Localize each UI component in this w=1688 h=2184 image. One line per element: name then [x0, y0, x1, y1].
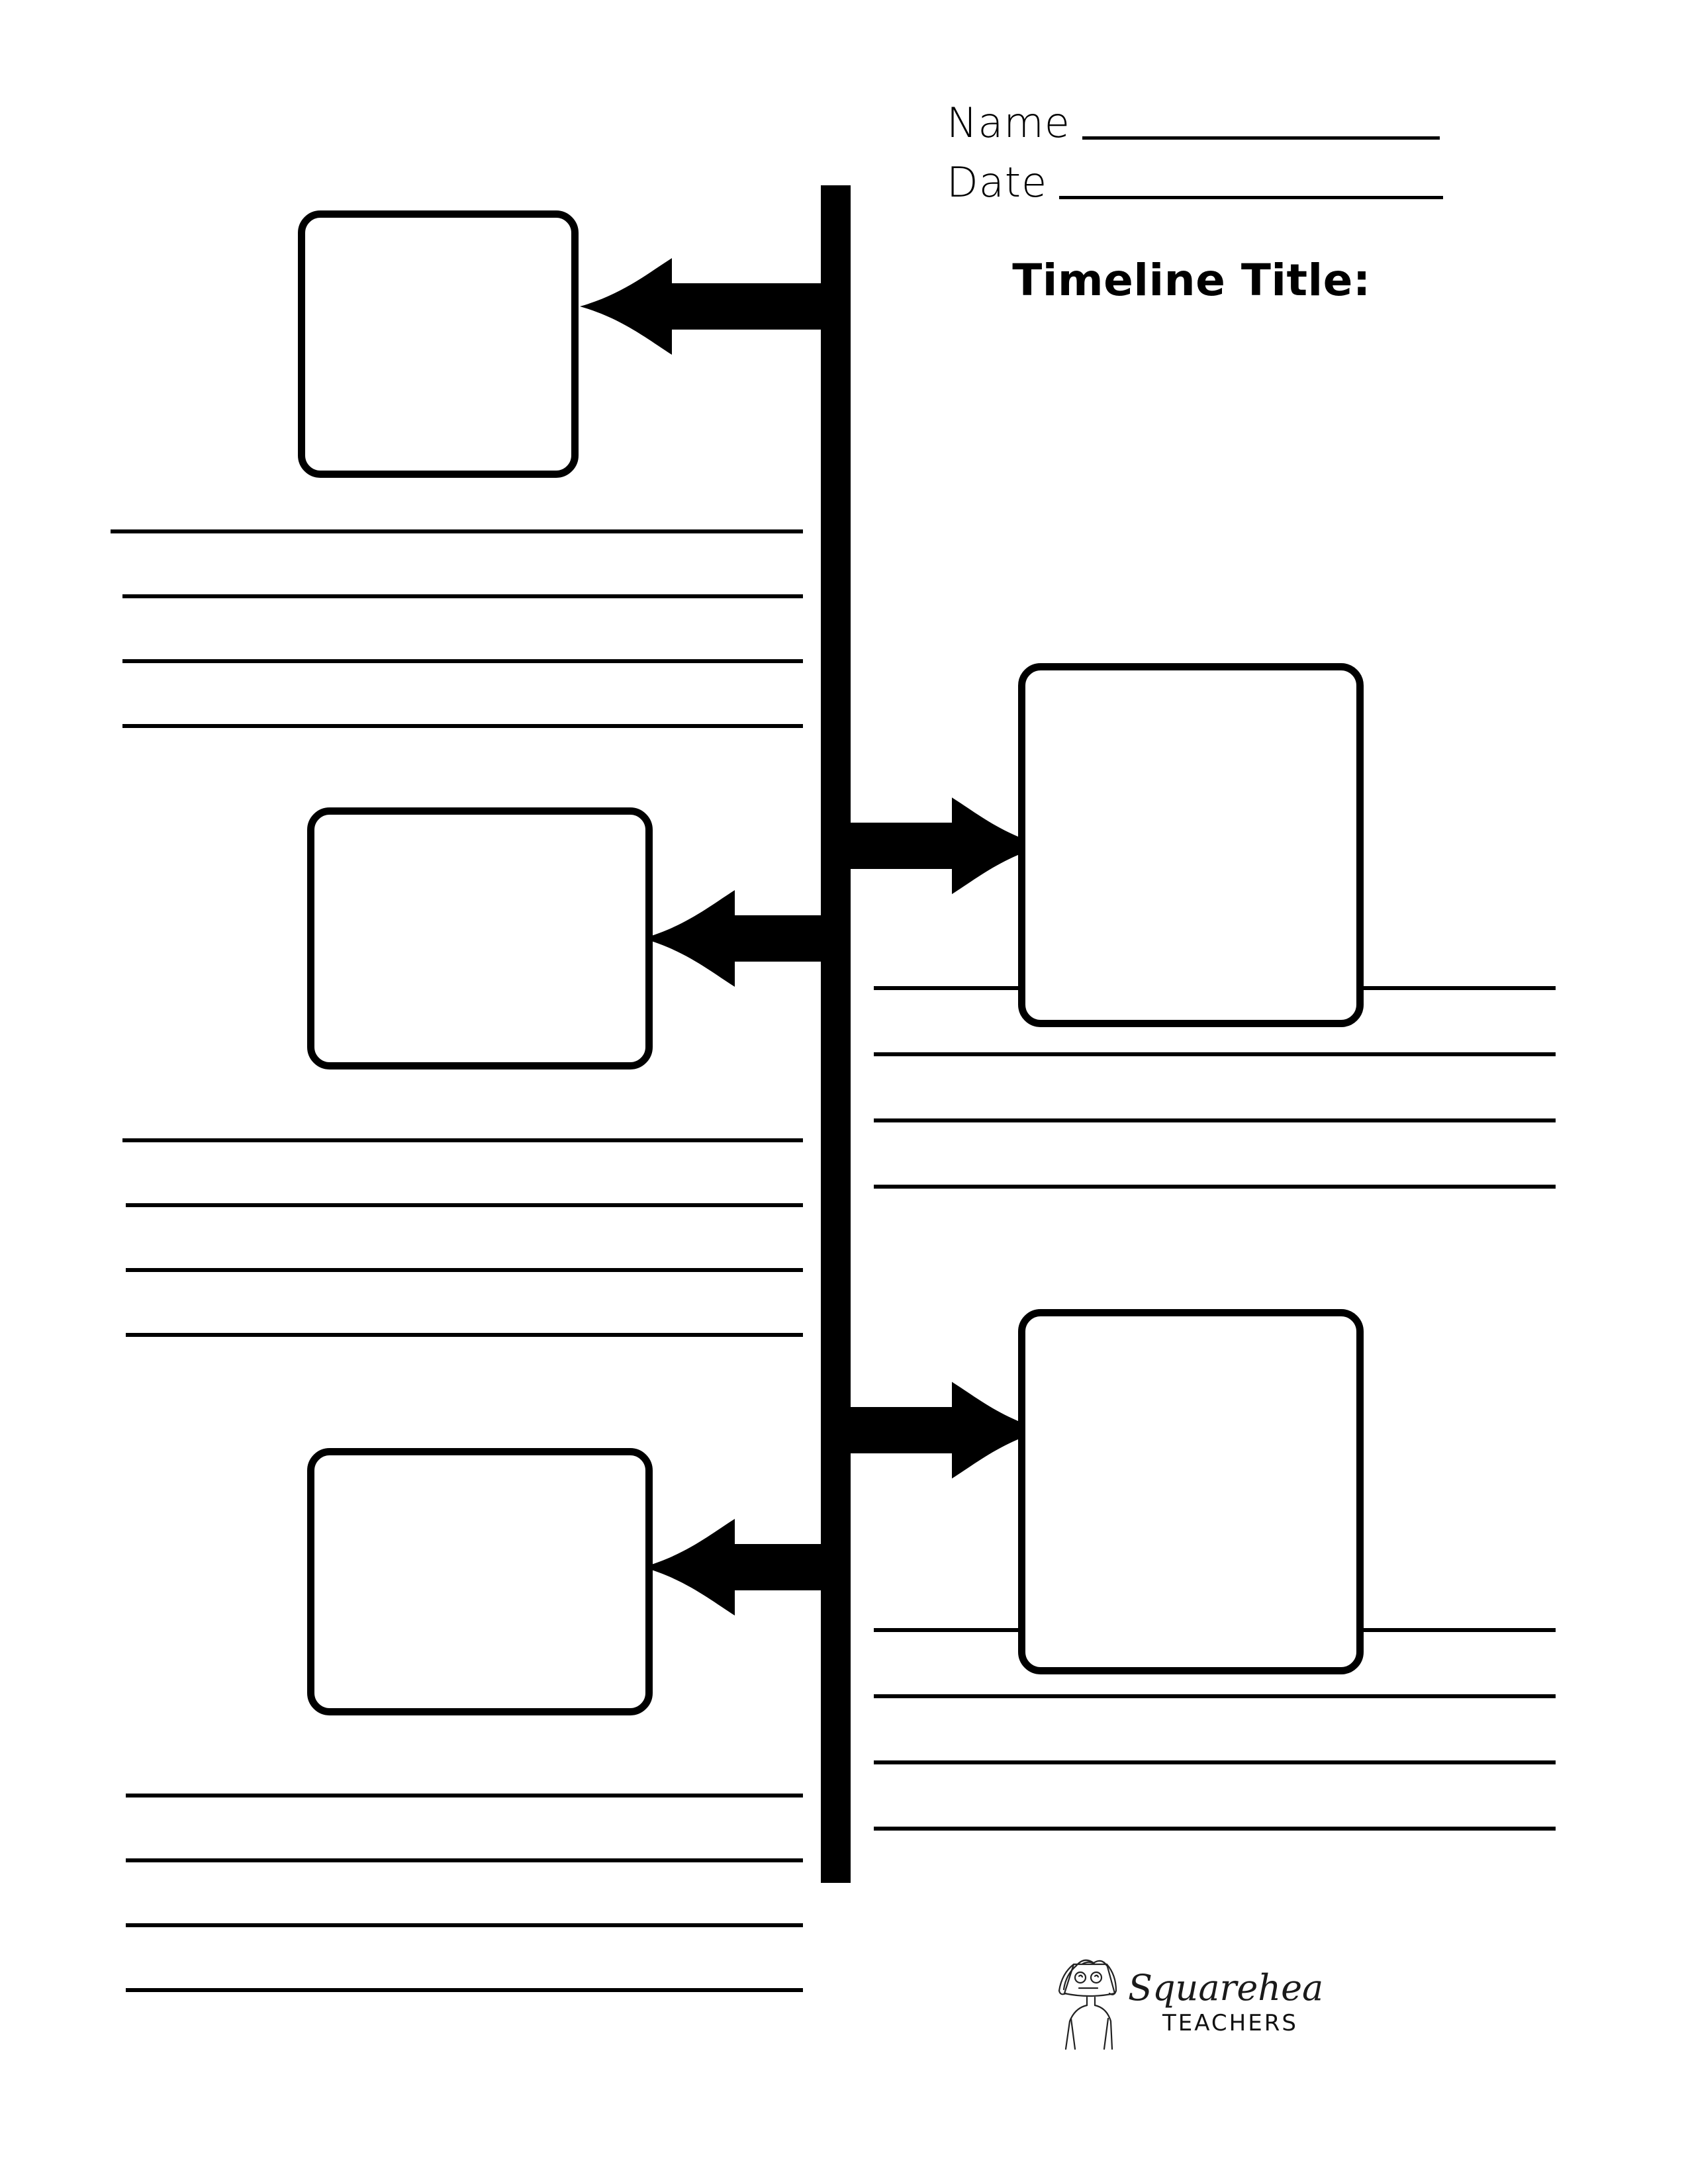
logo-primary-text: Squarehead	[1128, 1967, 1324, 2009]
writing-line[interactable]	[874, 1827, 1556, 1831]
writing-line[interactable]	[874, 1118, 1556, 1122]
name-input[interactable]	[1082, 136, 1440, 140]
connector-arrow-left-2	[643, 890, 841, 987]
event-box-3[interactable]	[307, 807, 653, 1069]
writing-line[interactable]	[126, 1333, 803, 1337]
page-title: Timeline Title:	[1012, 255, 1371, 306]
date-input[interactable]	[1059, 196, 1444, 199]
timeline-vertical-bar	[821, 185, 851, 1883]
connector-arrow-right-2	[846, 1382, 1044, 1479]
squarehead-teachers-logo: Squarehead TEACHERS	[1058, 1959, 1324, 2050]
writing-line[interactable]	[874, 1052, 1556, 1056]
writing-line[interactable]	[126, 1203, 803, 1207]
logo-secondary-text: TEACHERS	[1162, 2010, 1298, 2036]
writing-line[interactable]	[122, 1138, 803, 1142]
date-label: Date	[947, 158, 1048, 206]
event-box-4[interactable]	[1018, 1309, 1364, 1674]
writing-line[interactable]	[126, 1988, 803, 1992]
event-box-2[interactable]	[1018, 663, 1364, 1027]
writing-line[interactable]	[122, 659, 803, 663]
writing-line[interactable]	[874, 1694, 1556, 1698]
connector-arrow-left-1	[580, 258, 834, 355]
writing-line[interactable]	[111, 529, 803, 533]
connector-arrow-right-1	[846, 797, 1044, 894]
squarehead-person-icon	[1058, 1959, 1117, 2050]
writing-line[interactable]	[126, 1268, 803, 1272]
writing-line[interactable]	[122, 594, 803, 598]
writing-line[interactable]	[126, 1794, 803, 1797]
writing-line[interactable]	[874, 1760, 1556, 1764]
writing-line[interactable]	[126, 1923, 803, 1927]
event-box-1[interactable]	[298, 210, 579, 478]
name-field-row: Name	[947, 103, 1440, 144]
name-label: Name	[947, 99, 1070, 147]
date-field-row: Date	[947, 158, 1444, 206]
writing-line[interactable]	[874, 1185, 1556, 1189]
connector-arrow-left-3	[643, 1519, 841, 1615]
writing-line[interactable]	[122, 724, 803, 728]
event-box-5[interactable]	[307, 1448, 653, 1715]
writing-line[interactable]	[126, 1858, 803, 1862]
